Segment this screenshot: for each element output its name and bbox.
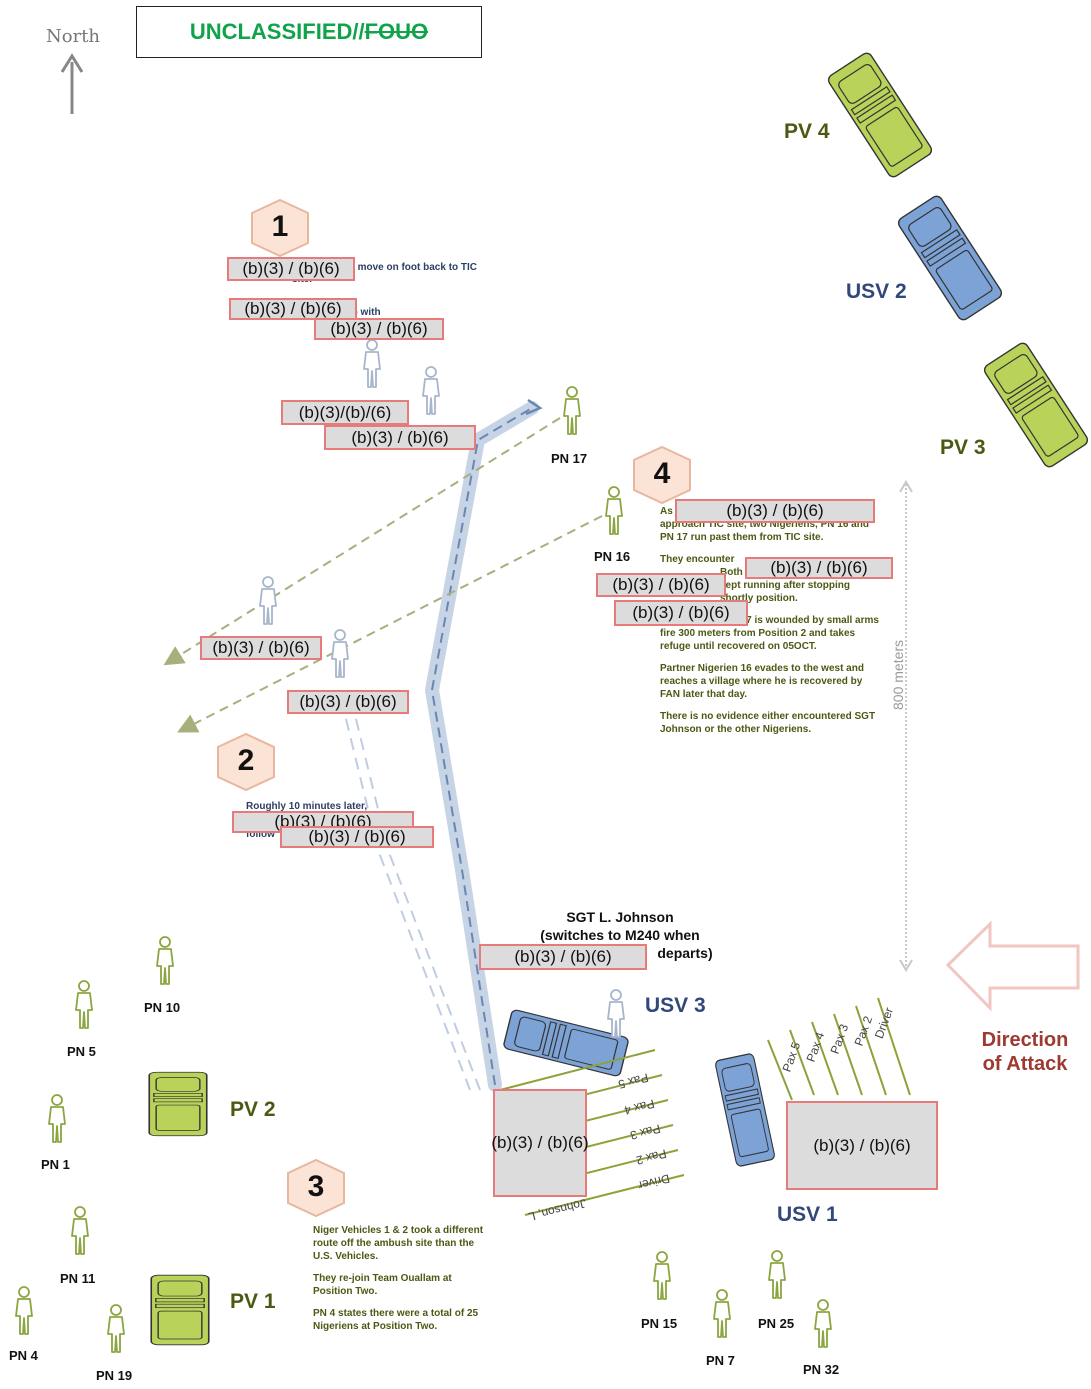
step2-number: 2 — [237, 744, 255, 777]
volunteer-person-icon — [422, 366, 440, 415]
pn10-person-icon — [156, 936, 174, 985]
evading-person-icon — [259, 576, 277, 625]
redaction-box: (b)(3) / (b)(6) — [280, 826, 434, 848]
redaction-box: (b)(3) / (b)(6) — [227, 257, 355, 281]
direction-line1: Direction — [981, 1029, 1069, 1051]
step4-paragraph: Partner Nigerien 17 is wounded by small … — [660, 615, 879, 652]
evasion-arrows — [163, 417, 603, 733]
step4-paragraph: They encounter — [660, 554, 735, 565]
pv2-label: PV 2 — [230, 1098, 276, 1121]
pn5-label: PN 5 — [67, 1044, 96, 1059]
pn4-label: PN 4 — [9, 1348, 38, 1363]
johnson-person-icon — [607, 989, 625, 1038]
distance-line — [899, 480, 913, 972]
north-label: North — [46, 26, 101, 47]
north-arrow-icon — [60, 53, 84, 114]
step3-number: 3 — [307, 1170, 325, 1203]
distance-label: 800 meters — [890, 639, 906, 710]
step4-paragraph: As — [660, 506, 673, 517]
pv4-vehicle-icon — [825, 50, 935, 180]
volunteer-person-icon — [363, 339, 381, 388]
pn17-label: PN 17 — [551, 451, 588, 466]
pn10-label: PN 10 — [144, 1000, 181, 1015]
step4-number: 4 — [653, 457, 671, 490]
step2-note-line2: follow — [246, 829, 275, 840]
step3-paragraph: They re-join Team Ouallam at Position Tw… — [313, 1273, 452, 1297]
pn19-label: PN 19 — [96, 1368, 133, 1383]
pv2-vehicle-icon — [148, 1071, 208, 1137]
redaction-box: (b)(3) / (b)(6) — [229, 298, 357, 320]
pn11-person-icon — [71, 1206, 89, 1255]
redaction-box: (b)(3) / (b)(6) — [491, 1089, 589, 1197]
pn4-person-icon — [15, 1286, 33, 1335]
johnson-note-line2: (switches to M240 when — [540, 927, 700, 943]
step-hexagons — [217, 198, 691, 1218]
pv4-label: PV 4 — [784, 120, 830, 143]
pn17-person-icon — [563, 386, 581, 435]
pn16-person-icon — [605, 486, 623, 535]
usv2-label: USV 2 — [846, 280, 907, 303]
pn25-person-icon — [768, 1250, 786, 1299]
redaction-box: (b)(3) / (b)(6) — [200, 636, 322, 660]
redaction-box: (b)(3) / (b)(6) — [675, 499, 875, 523]
step4-paragraph: Partner Nigerien 16 evades to the west a… — [660, 663, 864, 700]
classification-banner: UNCLASSIFIED//FOUO — [136, 6, 482, 58]
pn1-label: PN 1 — [41, 1157, 70, 1172]
pn15-label: PN 15 — [641, 1316, 678, 1331]
usv1-seat-lines — [767, 997, 911, 1101]
pn7-label: PN 7 — [706, 1353, 735, 1368]
pv3-label: PV 3 — [940, 436, 986, 459]
pn16-label: PN 16 — [594, 549, 631, 564]
step3-paragraph: Niger Vehicles 1 & 2 took a different ro… — [313, 1225, 484, 1262]
redaction-box: (b)(3) / (b)(6) — [287, 690, 409, 714]
classification-text: UNCLASSIFIED// — [189, 19, 365, 44]
redaction-box: (b)(3) / (b)(6) — [479, 944, 647, 970]
classification-struck-text: FOUO — [364, 19, 429, 44]
redaction-box: (b)(3) / (b)(6) — [596, 573, 726, 597]
evading-person-icon — [331, 629, 349, 678]
pn25-label: PN 25 — [758, 1316, 795, 1331]
redaction-box: (b)(3) / (b)(6) — [786, 1101, 938, 1190]
pn5-person-icon — [75, 980, 93, 1029]
johnson-note-line3: departs) — [657, 945, 713, 961]
step3-paragraph: PN 4 states there were a total of 25 Nig… — [313, 1308, 479, 1332]
pv3-vehicle-icon — [981, 340, 1091, 470]
usv1-label: USV 1 — [777, 1203, 838, 1226]
redaction-box: (b)(3) / (b)(6) — [324, 425, 476, 450]
johnson-name: SGT L. Johnson — [566, 909, 674, 925]
pn11-label: PN 11 — [60, 1271, 96, 1286]
step4-paragraph: There is no evidence either encountered … — [660, 711, 876, 735]
pn1-person-icon — [48, 1094, 66, 1143]
pn32-label: PN 32 — [803, 1362, 840, 1377]
step3-note: Niger Vehicles 1 & 2 took a different ro… — [313, 1224, 489, 1342]
pn15-person-icon — [653, 1251, 671, 1300]
pn7-person-icon — [713, 1289, 731, 1338]
direction-line2: of Attack — [982, 1053, 1068, 1075]
usv2-vehicle-icon — [895, 193, 1005, 323]
direction-of-attack-label: Direction of Attack — [965, 1028, 1085, 1076]
redaction-box: (b)(3) / (b)(6) — [614, 600, 748, 626]
redaction-box: (b)(3) / (b)(6) — [314, 318, 444, 340]
redaction-box: (b)(3)/(b)/(6) — [281, 400, 409, 425]
attack-arrow-icon — [945, 920, 1080, 1012]
pv1-vehicle-icon — [150, 1274, 210, 1346]
pv1-label: PV 1 — [230, 1290, 276, 1313]
step1-number: 1 — [271, 210, 289, 243]
step4-paragraph: approach TIC site, two Nigeriens, PN 16 … — [660, 519, 869, 543]
usv3-label: USV 3 — [645, 994, 706, 1017]
usv1-vehicle-icon — [714, 1052, 776, 1168]
route-lines — [344, 398, 543, 1092]
pn19-person-icon — [107, 1304, 125, 1353]
johnson-label: SGT L. Johnson (switches to M240 when de… — [520, 908, 720, 962]
redaction-box: (b)(3) / (b)(6) — [745, 557, 893, 579]
pn32-person-icon — [814, 1299, 832, 1348]
step2-note-line1: Roughly 10 minutes later, — [246, 801, 368, 812]
